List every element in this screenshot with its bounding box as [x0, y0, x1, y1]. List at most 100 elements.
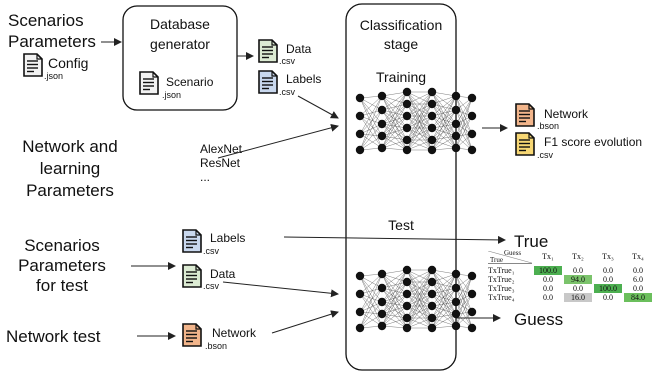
nn-node	[427, 111, 437, 121]
data-test-file-icon	[182, 264, 202, 288]
nn-node	[427, 123, 437, 133]
nn-node	[377, 283, 387, 293]
test-neural-network-icon	[355, 265, 477, 333]
matrix-column-header: Tx₃	[602, 252, 614, 261]
true-output-label: True	[514, 232, 549, 251]
matrix-cell: 0.0	[573, 284, 583, 293]
nn-node	[467, 323, 477, 333]
nn-node	[451, 321, 461, 331]
matrix-cell: 100.0	[594, 284, 622, 293]
nn-node	[402, 323, 412, 333]
network-input-file-ext: .bson	[205, 341, 228, 351]
nn-node	[402, 265, 412, 275]
nn-node	[427, 323, 437, 333]
nn-node	[355, 323, 365, 333]
nn-node	[427, 265, 437, 275]
data-file-name: Data	[286, 42, 312, 56]
nn-node	[402, 301, 412, 311]
nn-node	[427, 99, 437, 109]
nn-node	[427, 289, 437, 299]
nn-node	[427, 145, 437, 155]
labels-test-file-icon	[182, 229, 202, 253]
matrix-column-header: Tx₁	[542, 252, 554, 261]
labels-file-ext: .csv	[279, 87, 296, 97]
nn-node	[451, 105, 461, 115]
nn-node	[451, 91, 461, 101]
scenarios-parameters-test-label: Scenarios Parameters for test	[18, 236, 106, 295]
nn-node	[377, 119, 387, 129]
arrow-data-to-test	[222, 281, 339, 298]
training-label: Training	[375, 69, 427, 85]
f1-score-file-icon	[515, 132, 535, 156]
matrix-cell: 0.0	[633, 284, 643, 293]
nn-node	[402, 313, 412, 323]
test-label: Test	[388, 217, 414, 233]
matrix-cell: 100.0	[534, 266, 562, 275]
nn-node	[355, 145, 365, 155]
labels-file-name: Labels	[286, 72, 322, 86]
nn-node	[377, 91, 387, 101]
f1-score-file-ext: .csv	[537, 150, 554, 160]
arrow-labels-to-training	[297, 95, 339, 119]
f1-score-file-name: F1 score evolution	[544, 135, 643, 149]
nn-node	[467, 289, 477, 299]
nn-node	[377, 309, 387, 319]
arrow-labels-to-true	[283, 235, 506, 244]
nn-node	[451, 297, 461, 307]
matrix-cell: 0.0	[573, 266, 583, 275]
nn-node	[377, 321, 387, 331]
nn-node	[402, 277, 412, 287]
config-file-name: Config	[48, 55, 89, 71]
nn-node	[377, 269, 387, 279]
guess-output-label: Guess	[514, 310, 564, 329]
network-test-label: Network test	[6, 327, 101, 346]
nn-node	[402, 99, 412, 109]
classification-stage-title: Classification stage	[359, 17, 443, 52]
nn-node	[402, 289, 412, 299]
nn-node	[377, 297, 387, 307]
matrix-cell: 16.0	[564, 293, 592, 302]
data-test-file-name: Data	[210, 267, 236, 281]
nn-node	[427, 277, 437, 287]
database-generator-title: Database generator	[150, 16, 210, 52]
network-input-file-name: Network	[212, 326, 257, 340]
network-output-file-icon	[515, 103, 535, 127]
matrix-row-header: TxTrue₁	[488, 266, 515, 275]
scenario-file-name: Scenario	[166, 75, 214, 89]
matrix-row-header: TxTrue₃	[488, 284, 515, 293]
matrix-cell: 0.0	[633, 266, 643, 275]
matrix-corner-guess: Guess	[504, 249, 522, 257]
matrix-column-header: Tx₂	[572, 252, 584, 261]
scenario-file-icon	[139, 71, 159, 95]
matrix-corner: Guess True	[488, 249, 532, 264]
nn-node	[402, 123, 412, 133]
nn-node	[427, 135, 437, 145]
nn-node	[355, 307, 365, 317]
data-test-file-ext: .csv	[203, 281, 220, 291]
nn-node	[355, 289, 365, 299]
nn-node	[451, 119, 461, 129]
nn-node	[451, 269, 461, 279]
nn-node	[355, 93, 365, 103]
nn-node	[467, 145, 477, 155]
training-neural-network-icon	[355, 87, 477, 155]
network-list: AlexNet ResNet ...	[200, 142, 243, 184]
nn-node	[467, 129, 477, 139]
data-file-icon	[258, 39, 278, 63]
data-file-ext: .csv	[279, 56, 296, 66]
network-input-file-icon	[182, 323, 202, 347]
nn-node	[467, 307, 477, 317]
nn-node	[427, 301, 437, 311]
matrix-cell: 0.0	[543, 293, 553, 302]
config-file-ext: .json	[44, 71, 64, 81]
nn-node	[402, 87, 412, 97]
nn-node	[427, 87, 437, 97]
matrix-row-header: TxTrue₂	[488, 275, 515, 284]
network-output-file-ext: .bson	[537, 121, 560, 131]
matrix-row-header: TxTrue₄	[488, 293, 515, 302]
nn-node	[467, 111, 477, 121]
nn-node	[377, 143, 387, 153]
labels-test-file-name: Labels	[210, 231, 246, 245]
nn-node	[467, 271, 477, 281]
